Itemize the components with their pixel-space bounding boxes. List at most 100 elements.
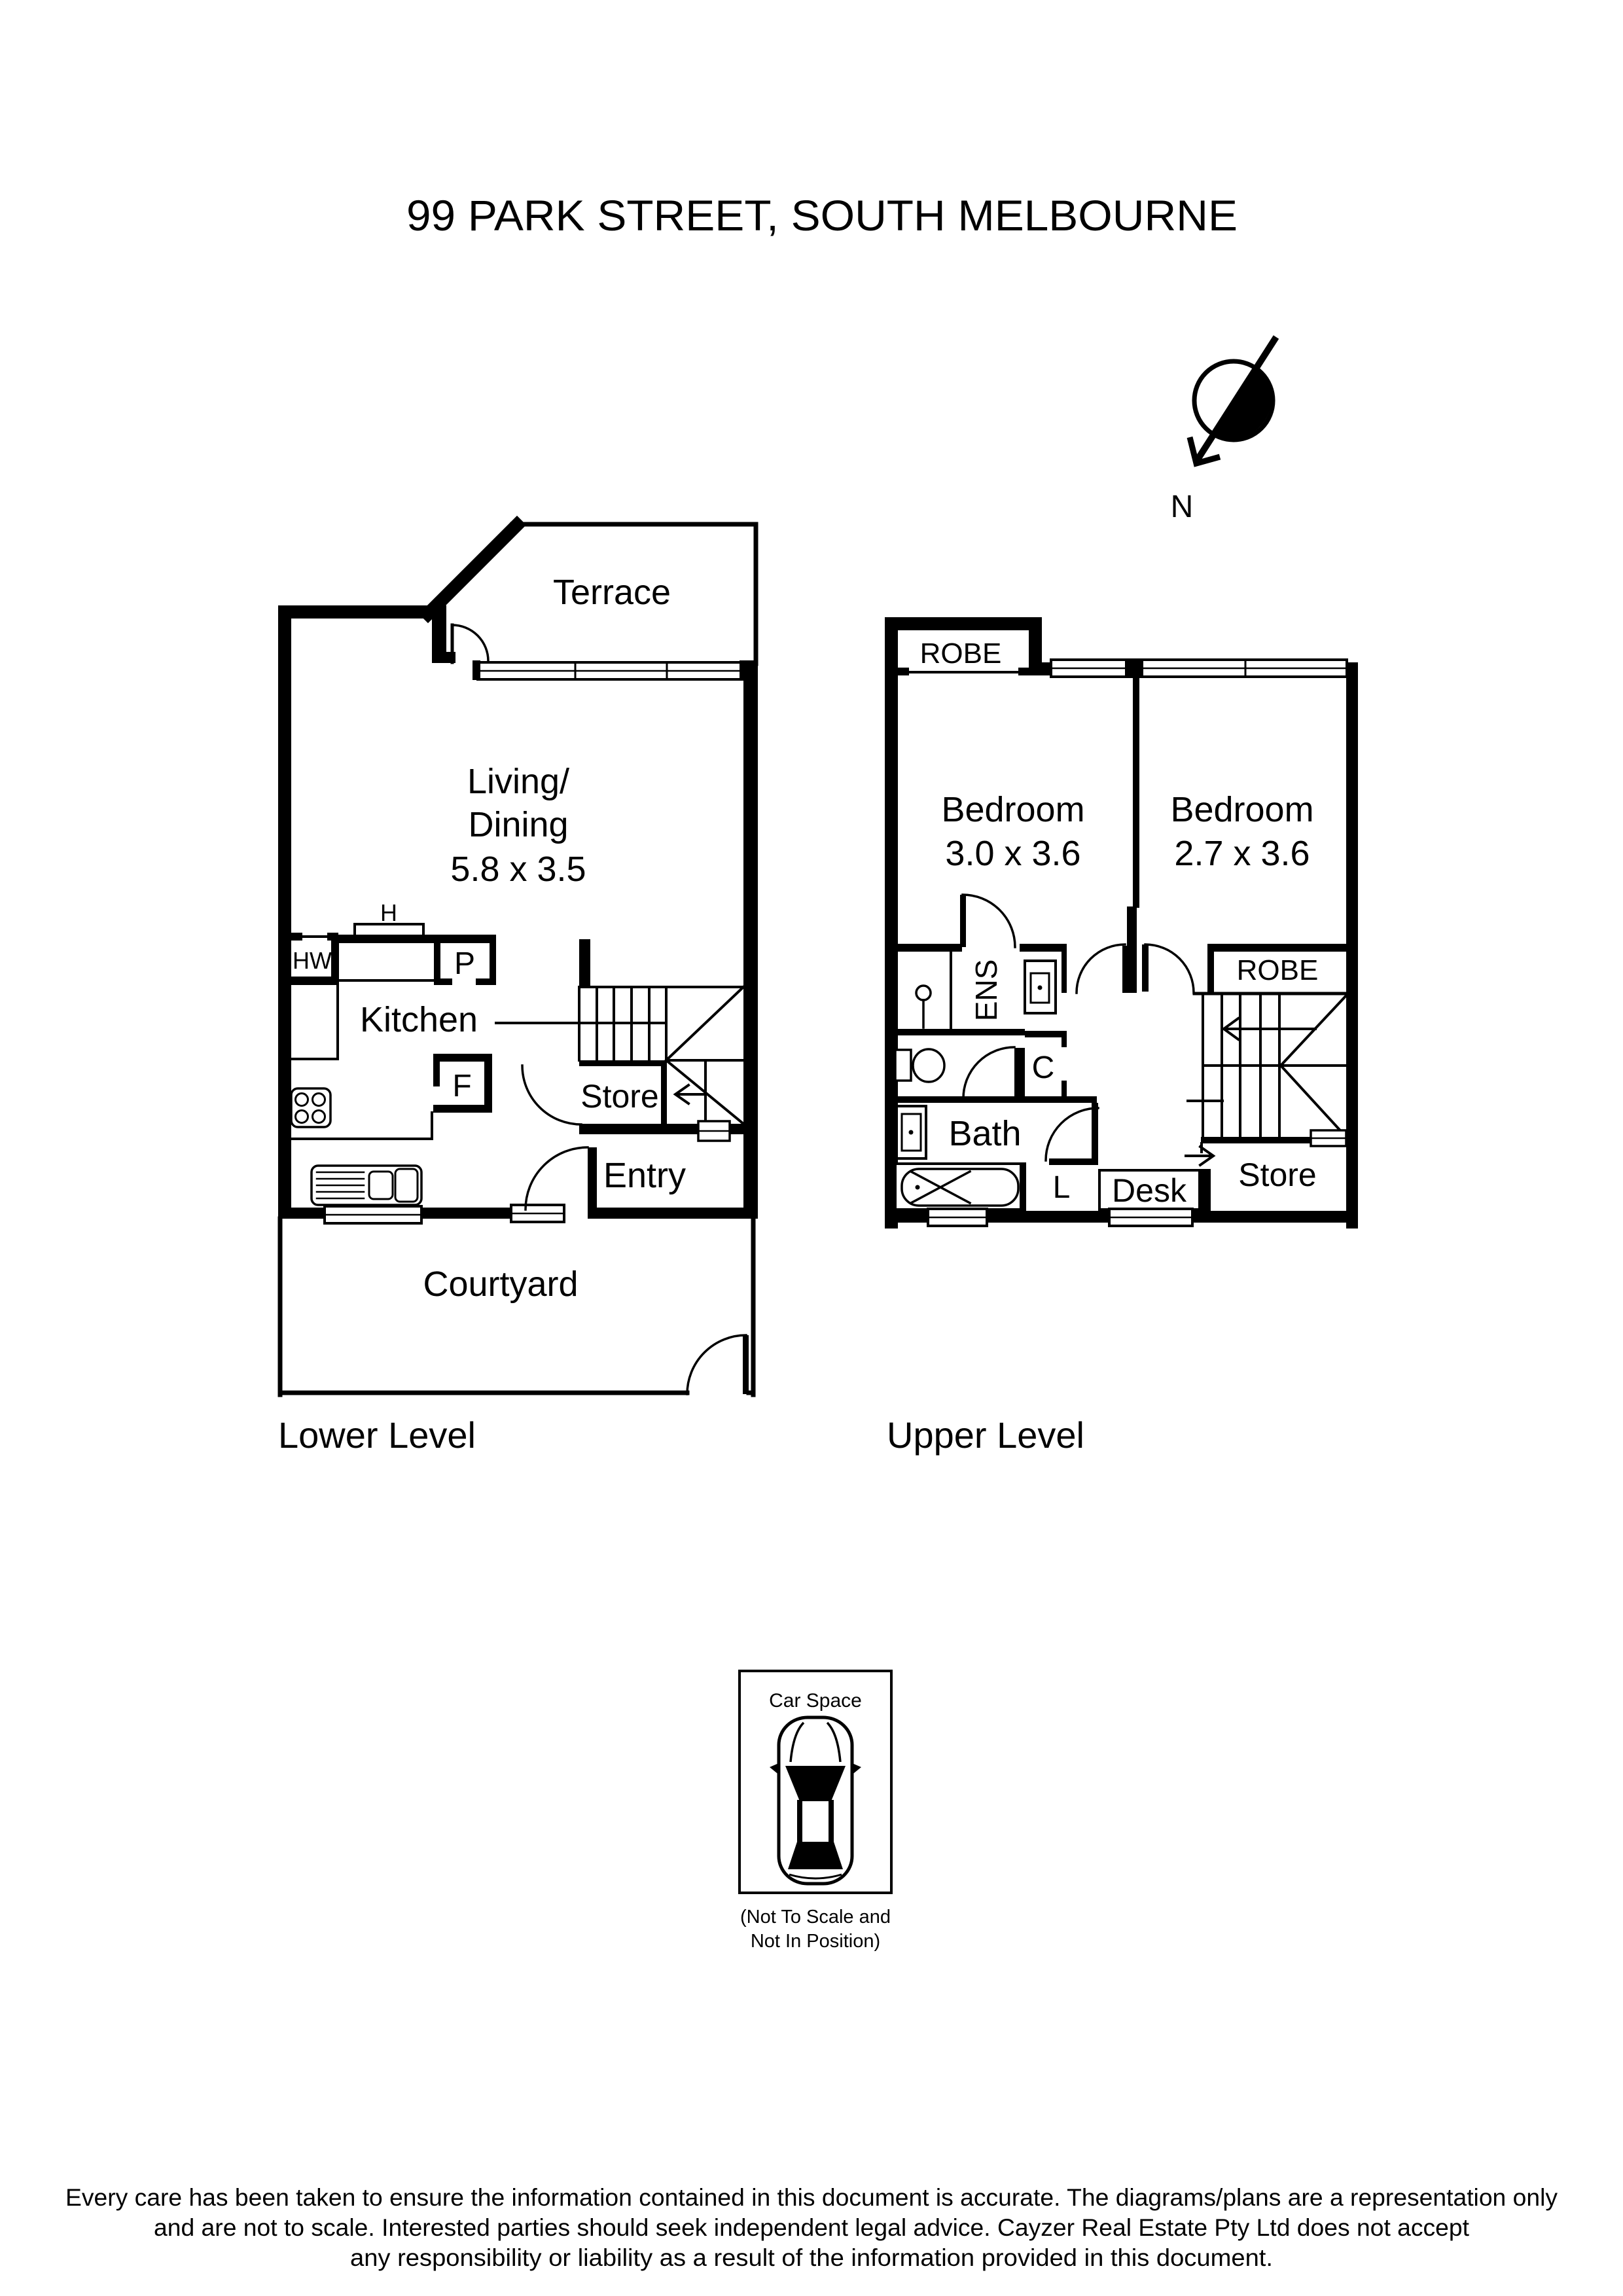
room-label-desk: Desk bbox=[1112, 1172, 1187, 1209]
window bbox=[1108, 1208, 1194, 1227]
floor-plan-lower-level: Terrace Living/ Dining 5.8 x 3.5 H HW P … bbox=[277, 515, 758, 1397]
wall bbox=[278, 605, 291, 1219]
wall bbox=[1200, 1169, 1211, 1215]
closet-label-robe1: ROBE bbox=[920, 637, 1002, 670]
level-label-upper: Upper Level bbox=[887, 1414, 1084, 1456]
sink-icon bbox=[310, 1164, 423, 1206]
wall bbox=[331, 935, 339, 985]
door-arc bbox=[451, 624, 490, 662]
floor-plan-upper-level: ROBE Bedroom 3.0 x 3.6 Bedroom 2.7 x 3.6… bbox=[885, 617, 1358, 1229]
wall bbox=[1020, 1164, 1026, 1211]
wall bbox=[432, 652, 455, 663]
wall bbox=[1207, 944, 1214, 994]
room-label-bath: Bath bbox=[948, 1114, 1021, 1153]
stair-direction-arrow bbox=[673, 1083, 707, 1105]
wall bbox=[898, 668, 909, 675]
wall bbox=[291, 933, 302, 941]
toilet-icon bbox=[894, 1048, 946, 1083]
wall bbox=[885, 617, 1042, 630]
car-space-note1: (Not To Scale and bbox=[740, 1907, 891, 1928]
door-arc bbox=[962, 1046, 1016, 1100]
north-arrow-icon bbox=[1186, 335, 1279, 467]
store-direction-arrow bbox=[1185, 1145, 1216, 1167]
wall bbox=[338, 935, 434, 943]
stair-direction-arrow bbox=[1221, 1016, 1317, 1041]
window bbox=[1141, 658, 1348, 678]
fixture-label-h: H bbox=[380, 899, 397, 926]
wall bbox=[1201, 1137, 1347, 1143]
stairs-lower bbox=[578, 939, 745, 1126]
wall bbox=[1020, 944, 1065, 952]
room-label-bedroom2: Bedroom bbox=[1170, 790, 1313, 829]
page-title: 99 PARK STREET, SOUTH MELBOURNE bbox=[406, 191, 1238, 240]
door-arc bbox=[1044, 1107, 1099, 1162]
room-label-kitchen: Kitchen bbox=[360, 1000, 478, 1039]
shower-icon bbox=[915, 984, 932, 1029]
door-leaf bbox=[960, 895, 966, 947]
room-label-store-upper: Store bbox=[1238, 1157, 1317, 1193]
disclaimer-line2: and are not to scale. Interested parties… bbox=[154, 2214, 1470, 2241]
room-label-entry: Entry bbox=[603, 1156, 686, 1195]
car-space-note2: Not In Position) bbox=[751, 1931, 880, 1952]
wall bbox=[661, 1060, 667, 1126]
wall bbox=[1025, 1031, 1067, 1037]
fixture-label-hw: HW bbox=[293, 947, 332, 974]
wall bbox=[1133, 675, 1139, 908]
bathtub-icon bbox=[894, 1162, 1026, 1211]
wall bbox=[1061, 944, 1067, 993]
wall bbox=[895, 1029, 1025, 1035]
wall bbox=[1127, 906, 1137, 993]
closet-label-l: L bbox=[1053, 1170, 1071, 1205]
pantry-box bbox=[434, 935, 496, 985]
car-top-view-icon bbox=[770, 1715, 861, 1886]
fixture-label-f: F bbox=[452, 1069, 471, 1103]
window bbox=[697, 1120, 731, 1142]
room-dims-living: 5.8 x 3.5 bbox=[450, 850, 586, 889]
wall bbox=[579, 1060, 666, 1066]
wall bbox=[1061, 1081, 1067, 1098]
fridge-box bbox=[433, 1054, 492, 1113]
wall bbox=[278, 605, 432, 619]
room-label-ens: ENS bbox=[969, 960, 1003, 1022]
stairs-upper bbox=[1186, 992, 1349, 1141]
vanity-icon bbox=[1024, 960, 1057, 1014]
disclaimer-line1: Every care has been taken to ensure the … bbox=[65, 2184, 1558, 2211]
closet-label-robe2: ROBE bbox=[1237, 954, 1319, 986]
door-leaf bbox=[1142, 944, 1149, 992]
window bbox=[510, 1204, 565, 1223]
wall bbox=[1049, 1158, 1098, 1165]
wall bbox=[291, 977, 339, 985]
window bbox=[1050, 658, 1128, 678]
courtyard-walls bbox=[277, 1216, 756, 1397]
fixture-label-p: P bbox=[454, 946, 475, 981]
wall bbox=[1126, 658, 1142, 678]
door-arc bbox=[1075, 943, 1126, 994]
vanity-icon bbox=[895, 1105, 927, 1160]
north-label: N bbox=[1171, 490, 1194, 524]
window bbox=[1310, 1129, 1347, 1147]
room-label-bedroom1: Bedroom bbox=[941, 790, 1084, 829]
door-arc bbox=[961, 893, 1016, 948]
wall bbox=[895, 1096, 1097, 1103]
room-label-living1: Living/ bbox=[467, 762, 569, 801]
wall bbox=[579, 1124, 758, 1134]
door-arc bbox=[521, 1064, 582, 1126]
door-leaf bbox=[588, 1147, 597, 1210]
room-label-living2: Dining bbox=[468, 805, 568, 844]
door-leaf bbox=[743, 1335, 749, 1394]
car-space-label: Car Space bbox=[769, 1690, 862, 1712]
door-arc bbox=[524, 1146, 589, 1211]
disclaimer-line3: any responsibility or liability as a res… bbox=[350, 2244, 1273, 2271]
window bbox=[927, 1208, 988, 1227]
room-label-terrace: Terrace bbox=[553, 573, 671, 612]
wall bbox=[1014, 1048, 1025, 1098]
room-dims-bedroom1: 3.0 x 3.6 bbox=[945, 834, 1080, 873]
door-arc bbox=[686, 1334, 747, 1395]
window bbox=[473, 660, 757, 681]
window bbox=[323, 1205, 423, 1225]
wall bbox=[885, 944, 962, 952]
wall bbox=[743, 662, 758, 1219]
room-label-store-lower: Store bbox=[580, 1078, 659, 1115]
wall bbox=[432, 605, 446, 663]
